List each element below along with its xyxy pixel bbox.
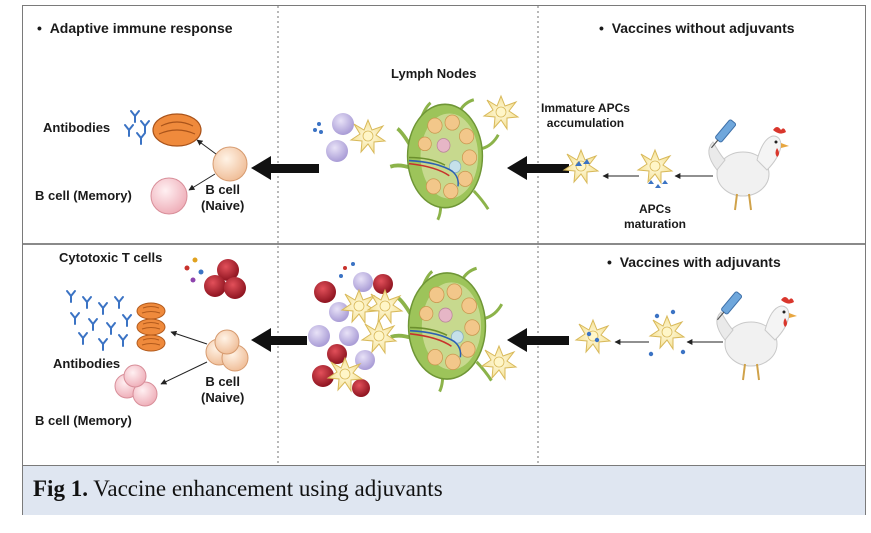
caption-body: Vaccine enhancement using adjuvants <box>93 476 443 501</box>
top-antibodies-label: Antibodies <box>43 120 111 135</box>
top-immature-apcs-label: Immature APCs accumulation <box>541 101 630 131</box>
top-apc-upper-right <box>483 95 519 130</box>
top-immature-apc <box>563 149 599 184</box>
figure-caption: Fig 1. Vaccine enhancement using adjuvan… <box>23 465 865 515</box>
bottom-b-cell-memory <box>114 364 158 407</box>
label-line-1: APCs <box>638 202 671 216</box>
top-arrow-to-response <box>251 156 319 180</box>
caption-label: Fig 1. <box>33 476 88 501</box>
heading-text: Adaptive immune response <box>49 20 233 36</box>
top-apc-near-node <box>350 119 386 154</box>
bottom-b-cell-naive-label: B cell (Naive) <box>201 374 244 406</box>
caption-text: Fig 1. Vaccine enhancement using adjuvan… <box>33 476 443 502</box>
bottom-maturing-apc <box>649 315 685 350</box>
top-vaccine-heading: • Vaccines without adjuvants <box>599 20 795 36</box>
label-line-2: accumulation <box>546 116 625 130</box>
bullet: • <box>37 20 42 36</box>
label-line-2: (Naive) <box>201 390 245 405</box>
top-antibody-cluster <box>124 110 150 145</box>
bottom-arrow-to-node <box>507 328 569 352</box>
bottom-lymph-node <box>388 266 504 394</box>
bottom-immune-cell-cluster <box>308 262 403 397</box>
bottom-cytotoxic-label: Cytotoxic T cells <box>59 250 163 265</box>
top-maturing-apc <box>637 149 673 184</box>
bottom-plasma-cells <box>136 302 166 352</box>
top-purple-cell-1 <box>332 113 354 135</box>
top-b-cell-naive-label: B cell (Naive) <box>201 182 244 214</box>
bullet: • <box>599 20 604 36</box>
bottom-vaccine-heading: • Vaccines with adjuvants <box>607 254 781 270</box>
top-b-cell-memory-label: B cell (Memory) <box>35 188 132 203</box>
bottom-b-cell-naive <box>205 329 249 372</box>
top-lymph-node <box>388 97 501 222</box>
top-lymph-nodes-label: Lymph Nodes <box>391 66 477 81</box>
label-line-2: (Naive) <box>201 198 245 213</box>
bottom-syringe-icon <box>716 290 743 321</box>
bottom-antibody-cluster <box>66 290 132 351</box>
top-syringe-icon <box>710 118 737 149</box>
top-purple-cell-2 <box>326 140 348 162</box>
label-line-1: B cell <box>205 182 241 197</box>
bottom-arrow-to-response <box>251 328 307 352</box>
bottom-antibodies-label: Antibodies <box>53 356 121 371</box>
bottom-cytotoxic-t-cells <box>184 257 246 299</box>
bullet: • <box>607 254 612 270</box>
label-line-1: B cell <box>205 374 241 389</box>
label-line-1: Immature APCs <box>541 101 630 115</box>
heading-text: Vaccines with adjuvants <box>619 254 781 270</box>
top-arrow-to-node <box>507 156 569 180</box>
bottom-b-cell-memory-label: B cell (Memory) <box>35 413 132 428</box>
figure: • Adaptive immune response • Vaccines wi… <box>22 5 866 515</box>
heading-text: Vaccines without adjuvants <box>611 20 795 36</box>
label-line-2: maturation <box>623 217 686 231</box>
top-b-cell-memory <box>150 177 188 215</box>
bottom-immature-apc <box>575 319 611 354</box>
top-b-cell-naive <box>212 146 248 182</box>
diagram-canvas <box>23 6 865 465</box>
top-adaptive-heading: • Adaptive immune response <box>37 20 233 36</box>
top-apcs-maturation-label: APCs maturation <box>623 202 687 232</box>
